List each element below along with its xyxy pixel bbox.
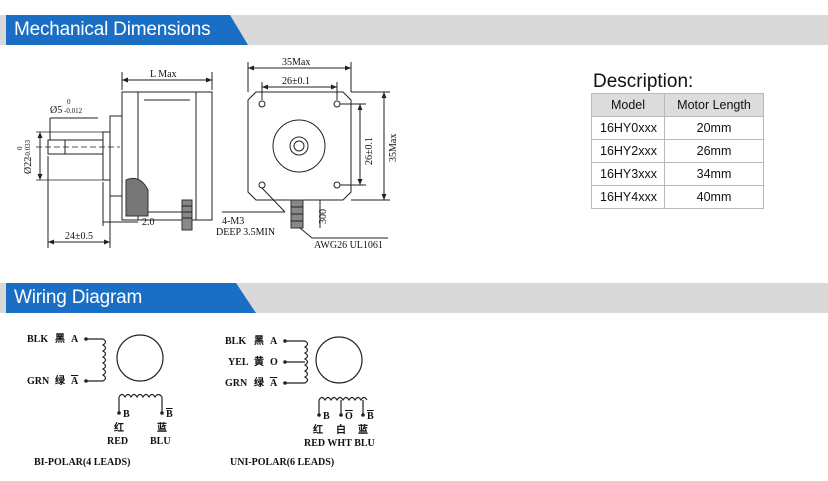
dim-height-max: 35Max: [388, 134, 399, 162]
dim-screw: 4-M3: [222, 216, 244, 227]
header-model: Model: [591, 93, 665, 117]
section-tab: Wiring Diagram: [6, 283, 256, 313]
table-row: 16HY0xxx 20mm: [591, 116, 764, 140]
dim-boss-tol-lower: -0.033: [24, 139, 32, 158]
dim-l-max: L Max: [150, 69, 177, 80]
dim-boss-depth: 2.0: [142, 217, 155, 228]
dim-width-max: 35Max: [282, 57, 310, 68]
description-title: Description:: [593, 71, 694, 92]
cell-model: 16HY2xxx: [591, 139, 665, 163]
motor-front-view: [247, 91, 352, 201]
dim-shaft-tol-lower: -0.012: [64, 107, 83, 115]
dim-hole-spacing-h: 26±0.1: [282, 76, 310, 87]
dim-shaft-length: 24±0.5: [65, 231, 93, 242]
section-tab: Mechanical Dimensions: [6, 15, 248, 45]
dim-boss-dia: Ø22: [23, 157, 34, 174]
cell-length: 20mm: [664, 116, 764, 140]
dim-screw-depth: DEEP 3.5MIN: [216, 227, 275, 238]
table-row: 16HY3xxx 34mm: [591, 162, 764, 186]
dim-shaft-dia: Ø5: [50, 105, 62, 116]
motor-boss: [102, 131, 111, 181]
cell-length: 40mm: [664, 185, 764, 209]
cell-length: 26mm: [664, 139, 764, 163]
dim-hole-spacing-v: 26±0.1: [364, 137, 375, 165]
dim-shaft-tol-upper: 0: [67, 98, 71, 106]
table-header-row: Model Motor Length: [591, 93, 764, 117]
mount-hole: [258, 100, 266, 108]
dim-boss-tol-upper: 0: [16, 146, 24, 150]
dim-lead-length: 300: [318, 209, 329, 224]
cell-model: 16HY3xxx: [591, 162, 665, 186]
cell-model: 16HY0xxx: [591, 116, 665, 140]
mount-hole: [333, 181, 341, 189]
section-title-wiring: Wiring Diagram: [14, 287, 143, 308]
table-row: 16HY2xxx 26mm: [591, 139, 764, 163]
motor-flange: [109, 115, 123, 197]
mount-hole: [333, 100, 341, 108]
mount-hole: [258, 181, 266, 189]
dim-wire-spec: AWG26 UL1061: [314, 240, 383, 251]
cable-exit-side: [125, 177, 149, 217]
section-title-mechanical: Mechanical Dimensions: [14, 19, 211, 40]
boss-circle-front: [272, 119, 326, 173]
cell-length: 34mm: [664, 162, 764, 186]
table-row: 16HY4xxx 40mm: [591, 185, 764, 209]
cell-model: 16HY4xxx: [591, 185, 665, 209]
section-bar-mechanical: Mechanical Dimensions: [0, 15, 828, 45]
description-table: Model Motor Length 16HY0xxx 20mm 16HY2xx…: [591, 93, 764, 209]
section-bar-wiring: Wiring Diagram: [0, 283, 828, 313]
header-motor-length: Motor Length: [664, 93, 764, 117]
